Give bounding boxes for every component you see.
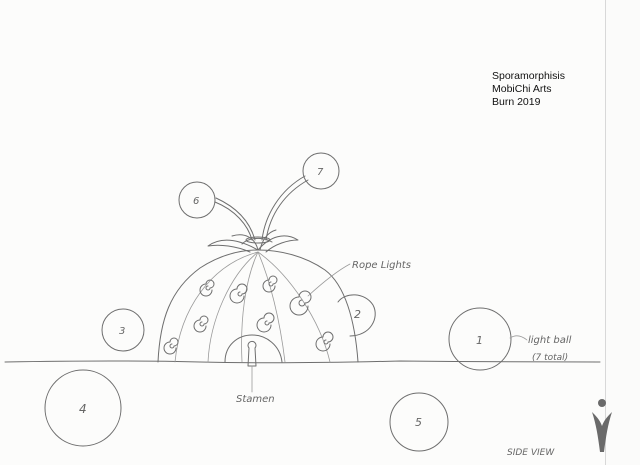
- svg-text:2: 2: [354, 308, 361, 321]
- svg-text:6: 6: [193, 196, 199, 207]
- spiral-icon: [316, 332, 333, 351]
- human-figure-logo-icon: [592, 399, 612, 452]
- dome-rib: [258, 252, 285, 362]
- rope-lights-leader: [308, 264, 350, 296]
- light-ball-2: 2: [338, 295, 375, 336]
- light-ball-7: 7: [303, 153, 339, 189]
- svg-text:1: 1: [476, 334, 483, 347]
- light-ball-label: light ball: [528, 335, 572, 346]
- rope-lights-label: Rope Lights: [352, 260, 411, 271]
- ground-line: [5, 361, 600, 363]
- svg-text:4: 4: [79, 402, 87, 416]
- spiral-icon: [257, 313, 274, 332]
- spiral-icon: [194, 316, 208, 332]
- dome-rib: [175, 252, 258, 362]
- stem-to-ball-6: [216, 198, 255, 240]
- light-ball-5: 5: [390, 393, 448, 451]
- dome-rib: [242, 252, 258, 362]
- spiral-icon: [164, 338, 178, 354]
- svg-text:7: 7: [317, 167, 324, 178]
- svg-text:5: 5: [415, 416, 422, 429]
- dome-rib: [208, 252, 258, 362]
- dome-rib: [258, 252, 330, 362]
- stamen-label: Stamen: [236, 394, 275, 405]
- light-ball-1: 1: [449, 308, 511, 370]
- light-ball-6: 6: [179, 182, 215, 218]
- light-ball-3: 3: [102, 309, 144, 351]
- side-view-label: SIDE VIEW: [507, 448, 555, 458]
- spiral-icon: [200, 280, 214, 296]
- light-ball-4: 4: [45, 370, 121, 446]
- light-ball-leader: [510, 336, 527, 340]
- rope-light-spirals: [164, 276, 333, 354]
- dome-body: [158, 250, 358, 362]
- spiral-icon: [290, 291, 311, 315]
- svg-text:3: 3: [119, 326, 125, 337]
- light-ball-total-label: (7 total): [532, 353, 568, 363]
- spiral-icon: [263, 276, 277, 292]
- doorway-arch: [225, 335, 282, 362]
